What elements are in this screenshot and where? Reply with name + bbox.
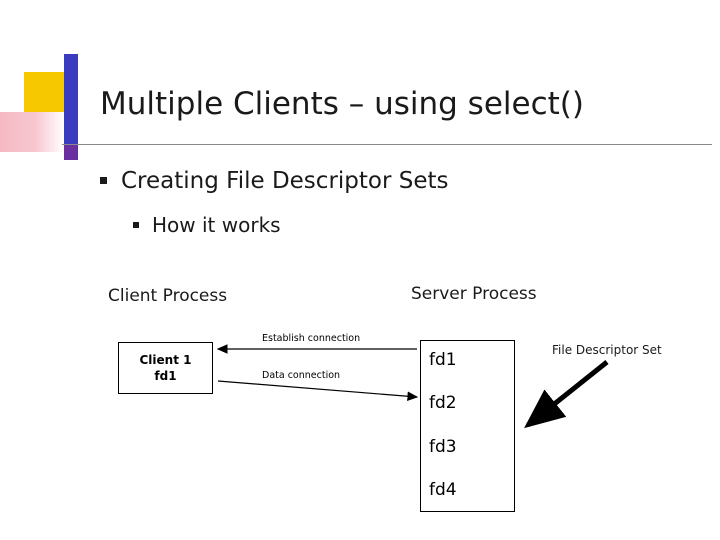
decoration-purple-bar [64, 144, 78, 160]
bullet-level2: How it works [133, 213, 281, 237]
decoration-pink-gradient [0, 112, 64, 152]
client-process-label: Client Process [108, 286, 228, 306]
bullet-level1: Creating File Descriptor Sets [100, 168, 449, 194]
bullet-square-icon [100, 177, 107, 184]
client-box-line1: Client 1 [139, 352, 192, 367]
server-process-label: Server Process [411, 284, 537, 304]
page-title: Multiple Clients – using select() [100, 86, 584, 122]
fd-item: fd4 [429, 480, 457, 500]
fd-item: fd2 [429, 393, 457, 413]
file-descriptor-set-label: File Descriptor Set [552, 343, 662, 357]
decoration-yellow-square [24, 72, 64, 112]
file-descriptor-set-arrow [524, 360, 609, 429]
bullet-square-icon [133, 222, 139, 228]
decoration-blue-bar [64, 54, 78, 144]
data-connection-label: Data connection [262, 370, 341, 381]
bullet-level1-label: Creating File Descriptor Sets [121, 168, 449, 194]
data-connection-arrow [217, 380, 419, 402]
client-box-line2: fd1 [154, 368, 177, 383]
bullet-level2-label: How it works [152, 213, 281, 237]
fd-item: fd3 [429, 437, 457, 457]
fd-item: fd1 [429, 350, 457, 370]
title-divider [62, 144, 712, 145]
establish-connection-label: Establish connection [262, 333, 361, 344]
file-descriptor-box: fd1 fd2 fd3 fd4 [420, 340, 515, 512]
client-box: Client 1 fd1 [118, 342, 213, 394]
